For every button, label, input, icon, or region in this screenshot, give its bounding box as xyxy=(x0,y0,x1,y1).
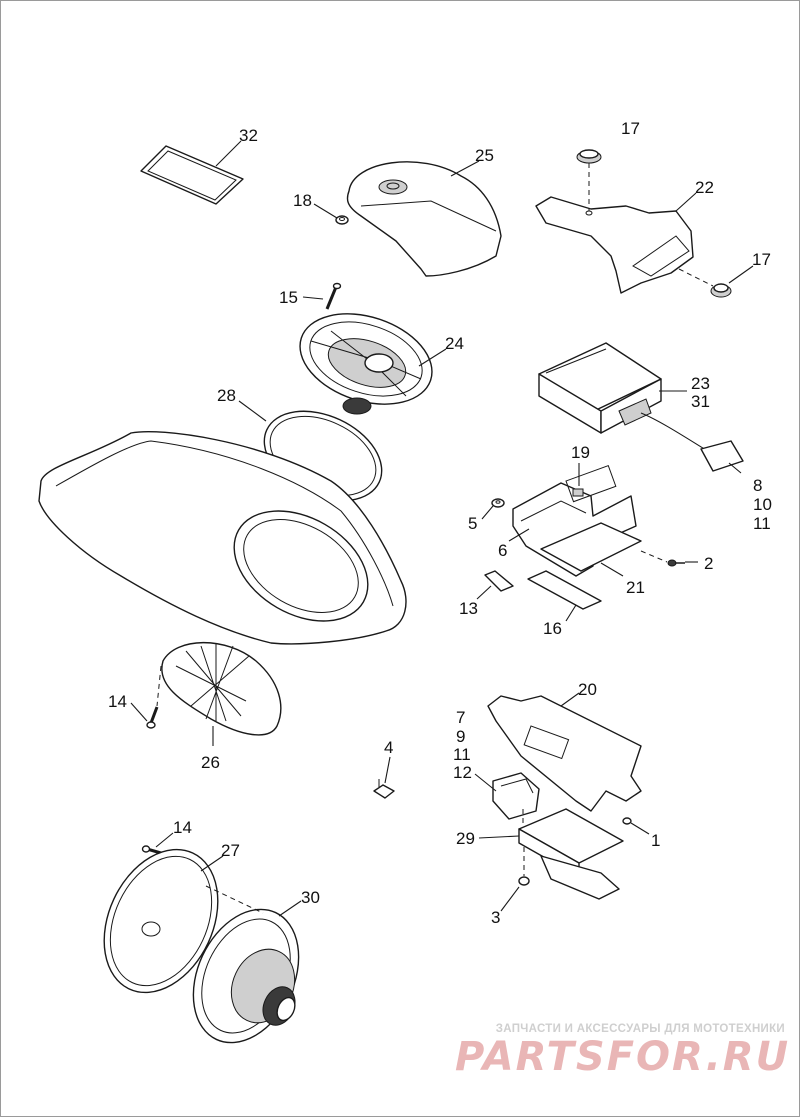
callout-1: 1 xyxy=(651,831,660,850)
part-21-mount-bracket xyxy=(512,464,642,577)
part-19-clip xyxy=(572,488,584,497)
callout-11-upper: 11 xyxy=(753,514,771,533)
part-14-screw-lower xyxy=(141,845,162,855)
leader-lines xyxy=(130,140,754,917)
callout-4: 4 xyxy=(384,738,393,757)
watermark-caption: ЗАПЧАСТИ И АКСЕССУАРЫ ДЛЯ МОТОТЕХНИКИ xyxy=(495,1023,785,1035)
part-20-bracket xyxy=(487,695,642,812)
callout-15: 15 xyxy=(279,288,298,307)
part-25-lid-cover xyxy=(346,161,502,277)
part-24-oval-speaker xyxy=(299,313,433,415)
watermark-logo: PARTSFOR.RU xyxy=(455,1034,791,1080)
callout-25: 25 xyxy=(475,146,494,165)
part-26-speaker-housing xyxy=(161,642,282,736)
callout-12: 12 xyxy=(453,763,472,782)
callout-6: 6 xyxy=(498,541,507,560)
part-4-clip xyxy=(373,779,395,799)
callout-22: 22 xyxy=(695,178,714,197)
part-5-washer xyxy=(491,498,505,508)
part-15-screw xyxy=(325,282,342,310)
part-17-grommet-top xyxy=(576,149,602,164)
callout-19: 19 xyxy=(571,443,590,462)
callout-27: 27 xyxy=(221,841,240,860)
callout-2: 2 xyxy=(704,554,713,573)
part-14-screw-upper xyxy=(146,706,159,729)
callout-29: 29 xyxy=(456,829,475,848)
part-13-clip xyxy=(484,570,514,592)
callout-13: 13 xyxy=(459,599,478,618)
part-22-bracket-cover xyxy=(535,196,694,294)
part-16-pad-strip xyxy=(527,570,602,610)
watermark: ЗАПЧАСТИ И АКСЕССУАРЫ ДЛЯ МОТОТЕХНИКИ PA… xyxy=(455,1023,791,1080)
callout-9: 9 xyxy=(456,727,465,746)
part-1-nut xyxy=(622,817,632,825)
callout-23: 23 xyxy=(691,374,710,393)
callout-26: 26 xyxy=(201,753,220,772)
callout-24: 24 xyxy=(445,334,464,353)
callout-21: 21 xyxy=(626,578,645,597)
callout-31: 31 xyxy=(691,392,710,411)
callout-28: 28 xyxy=(217,386,236,405)
part-3-nut xyxy=(518,876,530,886)
callout-14-upper: 14 xyxy=(108,692,127,711)
part-18-nut xyxy=(335,215,349,225)
callout-11-lower: 11 xyxy=(453,745,471,764)
callout-17-right: 17 xyxy=(752,250,771,269)
saddlebag-lid xyxy=(38,430,407,645)
part-12-connector xyxy=(492,772,540,820)
callout-16: 16 xyxy=(543,619,562,638)
callout-14-lower: 14 xyxy=(173,818,192,837)
callout-7: 7 xyxy=(456,708,465,727)
callout-8: 8 xyxy=(753,476,762,495)
part-29-module xyxy=(518,808,624,900)
callout-numbers: 32 25 18 17 22 17 15 24 23 31 28 19 8 10… xyxy=(108,119,772,927)
callout-17-top: 17 xyxy=(621,119,640,138)
callout-30: 30 xyxy=(301,888,320,907)
part-2-screw xyxy=(667,559,685,567)
part-23-amplifier xyxy=(538,342,744,472)
callout-10: 10 xyxy=(753,495,772,514)
callout-18: 18 xyxy=(293,191,312,210)
part-27-grille xyxy=(103,848,219,994)
callout-5: 5 xyxy=(468,514,477,533)
part-17-grommet-right xyxy=(710,283,732,298)
part-30-round-speaker xyxy=(192,908,300,1044)
callout-3: 3 xyxy=(491,908,500,927)
callout-32: 32 xyxy=(239,126,258,145)
part-32-pad xyxy=(140,145,244,205)
callout-20: 20 xyxy=(578,680,597,699)
